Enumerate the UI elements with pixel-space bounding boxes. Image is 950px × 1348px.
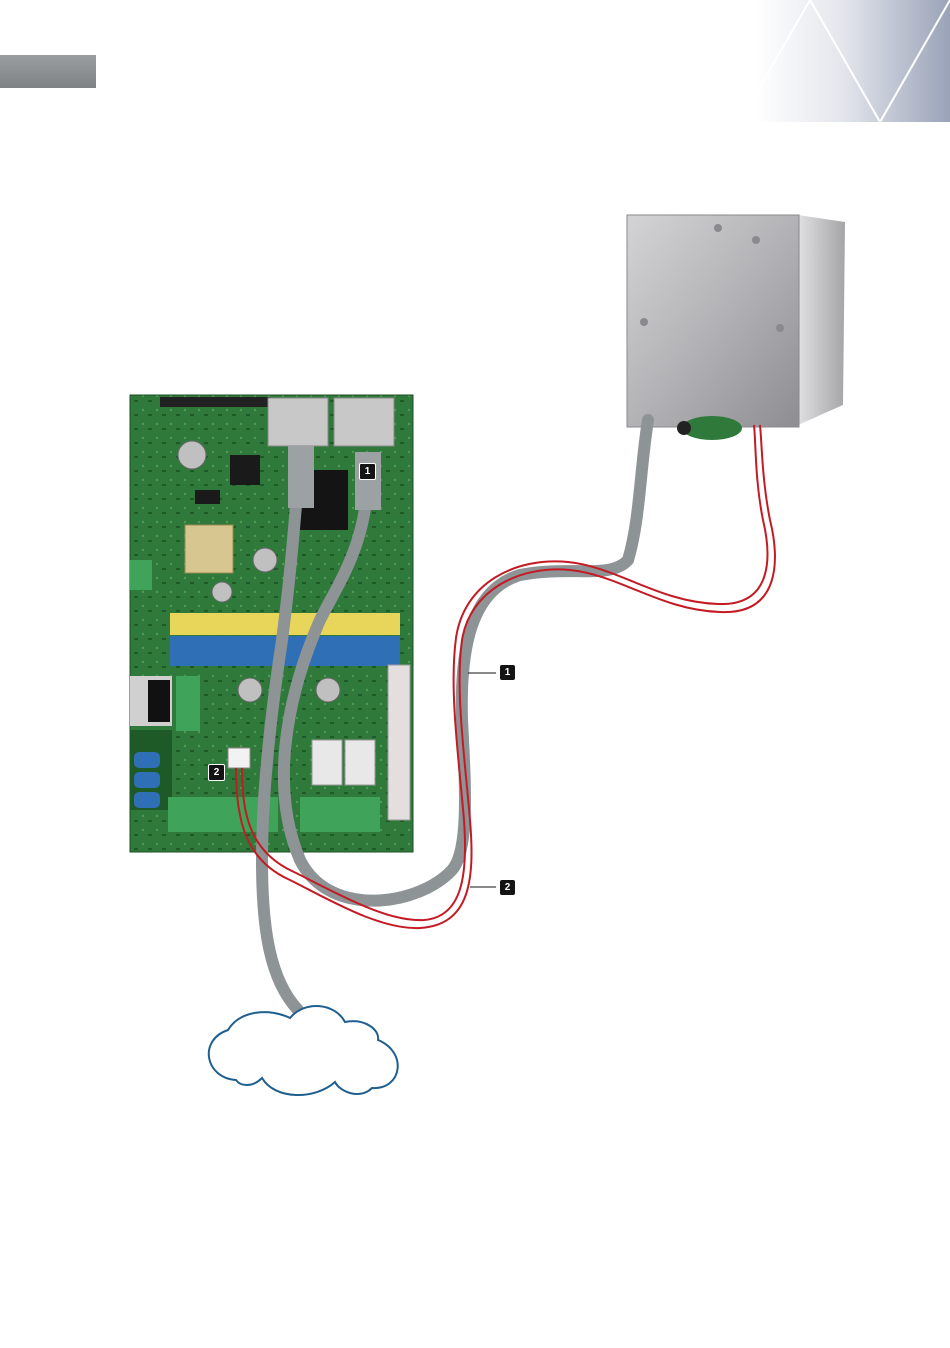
network-cloud (209, 1006, 398, 1095)
board-port-badge-1: 1 (359, 463, 376, 480)
sensor-unit (627, 215, 845, 440)
cable-badge-2: 2 (500, 880, 515, 895)
cable-badge-1: 1 (500, 665, 515, 680)
board-port-badge-2: 2 (208, 764, 225, 781)
